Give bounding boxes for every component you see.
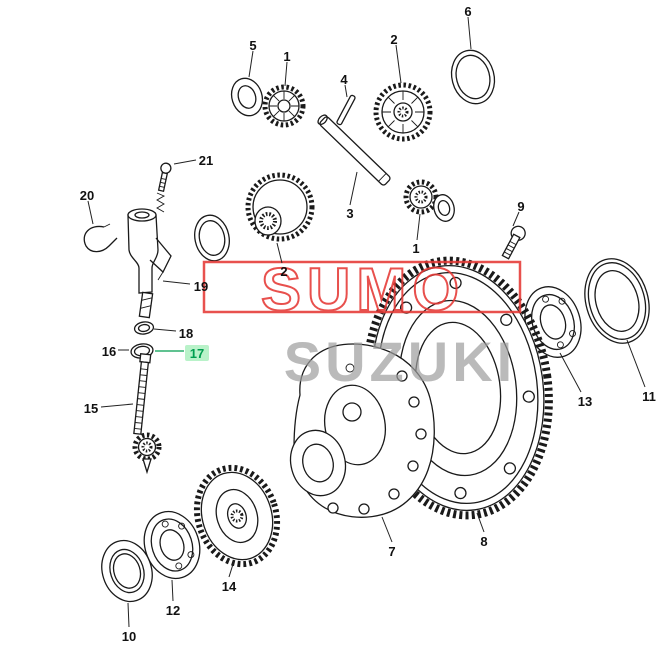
leader-9 xyxy=(512,211,520,227)
leader-6 xyxy=(467,16,472,50)
leader-15 xyxy=(100,403,134,408)
leader-4 xyxy=(344,84,348,98)
leader-8 xyxy=(476,512,485,533)
leader-19 xyxy=(162,280,191,285)
part-washer-5 xyxy=(230,77,264,117)
watermark: SUMO SUZUKI xyxy=(202,255,522,393)
part-bevel-gear-2 xyxy=(373,82,433,142)
part-speedo-shaft-15 xyxy=(132,353,162,475)
leader-5 xyxy=(248,50,254,78)
part-pin-4 xyxy=(336,94,356,126)
part-bevel-pinion-1 xyxy=(262,84,306,128)
leader-10 xyxy=(127,602,130,628)
part-thrust-washer xyxy=(433,194,455,222)
leader-2a xyxy=(395,44,402,84)
part-bolt-9 xyxy=(501,225,526,260)
leader-11 xyxy=(626,339,646,388)
leader-2b xyxy=(276,242,283,264)
highlighted-part-label-17[interactable]: 17 xyxy=(185,345,209,361)
highlight-box[interactable] xyxy=(185,345,209,361)
leader-21 xyxy=(173,159,197,165)
part-oring-seal xyxy=(194,214,230,262)
part-label-3: 3 xyxy=(346,206,353,221)
part-label-9: 9 xyxy=(517,199,524,214)
part-label-15: 15 xyxy=(84,401,98,416)
leader-12 xyxy=(171,579,174,602)
watermark-frame xyxy=(202,260,522,314)
part-label-6: 6 xyxy=(464,4,471,19)
part-washer-18 xyxy=(133,321,155,335)
part-label-1a: 1 xyxy=(283,49,290,64)
part-label-20: 20 xyxy=(80,188,94,203)
part-oil-seal-10 xyxy=(101,539,153,603)
part-shaft-3 xyxy=(317,114,391,186)
part-label-16: 16 xyxy=(102,344,116,359)
leader-3 xyxy=(349,171,358,206)
part-label-17[interactable]: 17 xyxy=(190,346,204,361)
watermark-text-top: SUMO xyxy=(261,256,465,323)
part-label-2b: 2 xyxy=(280,264,287,279)
part-label-8: 8 xyxy=(480,534,487,549)
part-clip-20 xyxy=(83,223,118,253)
part-label-13: 13 xyxy=(578,394,592,409)
leader-20 xyxy=(87,200,94,225)
leader-18 xyxy=(153,328,177,332)
part-bearing-12 xyxy=(143,510,201,580)
part-snap-ring-11 xyxy=(584,258,650,344)
leader-1b xyxy=(416,213,421,241)
part-label-19: 19 xyxy=(194,279,208,294)
part-label-7: 7 xyxy=(388,544,395,559)
leader-14 xyxy=(228,560,235,578)
part-label-18: 18 xyxy=(179,326,193,341)
part-label-21: 21 xyxy=(199,153,213,168)
part-drive-gear-14 xyxy=(193,464,281,568)
part-label-12: 12 xyxy=(166,603,180,618)
part-oring-6 xyxy=(450,49,496,105)
part-side-gear-1 xyxy=(403,179,439,215)
part-label-4: 4 xyxy=(340,72,348,87)
part-bolt-21 xyxy=(157,162,172,192)
part-label-10: 10 xyxy=(122,629,136,644)
watermark-text-bottom: SUZUKI xyxy=(284,330,516,393)
part-label-11: 11 xyxy=(642,389,656,404)
part-label-1b: 1 xyxy=(412,241,419,256)
leader-7 xyxy=(381,516,393,543)
leader-lines xyxy=(87,16,646,628)
part-speedometer-drive-19 xyxy=(127,192,172,319)
leader-13 xyxy=(559,352,582,393)
part-final-gear-2 xyxy=(245,172,315,242)
leader-1a xyxy=(284,61,288,87)
part-label-5: 5 xyxy=(249,38,256,53)
part-differential-case-7 xyxy=(289,343,435,518)
part-label-14: 14 xyxy=(222,579,237,594)
part-label-2a: 2 xyxy=(390,32,397,47)
part-labels: 5 1 4 2 6 21 20 19 2 3 1 9 13 11 18 16 1… xyxy=(80,4,656,644)
